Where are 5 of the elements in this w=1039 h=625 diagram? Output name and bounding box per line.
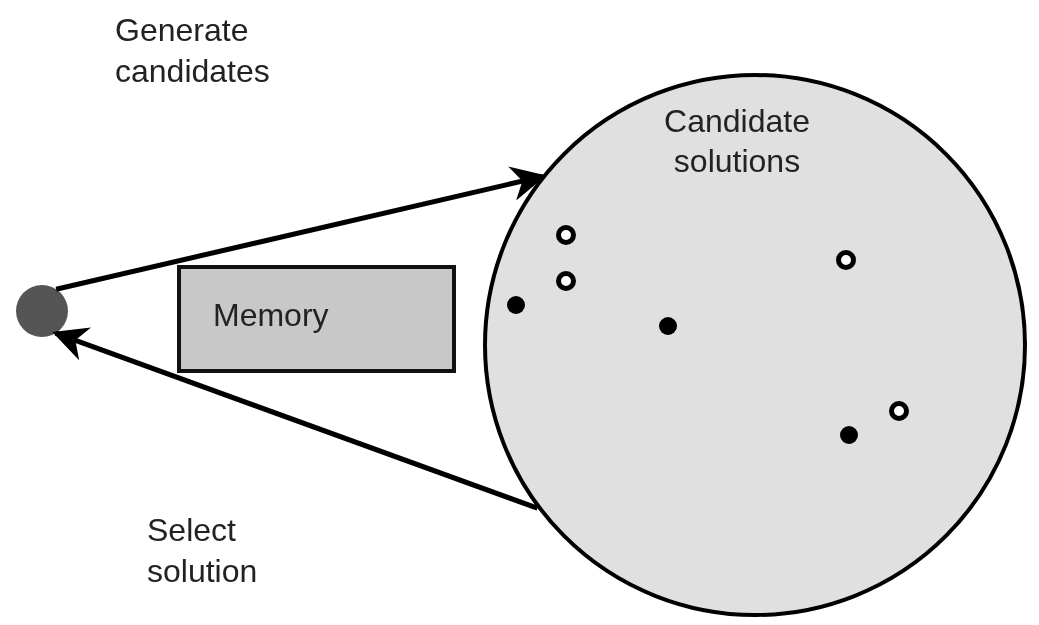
node-label: Memory: [213, 296, 329, 335]
arrow: [52, 327, 539, 511]
node-label: Candidate solutions: [663, 102, 811, 181]
memory-box: [177, 265, 456, 373]
start-dot: [16, 285, 68, 337]
